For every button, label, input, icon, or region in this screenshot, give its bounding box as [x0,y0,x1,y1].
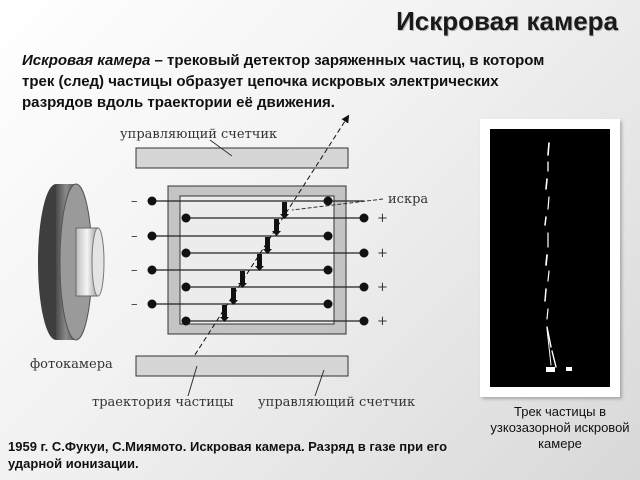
page-title: Искровая камера [396,6,618,36]
trajectory-label: траектория частицы [92,395,234,410]
camera-label: фотокамера [30,357,113,372]
intro-term: Искровая камера [22,52,151,69]
bottom-counter-leader [314,369,325,397]
spark-track-photo [480,119,620,397]
minus-signs: – – – – [131,194,138,312]
top-counter-leader [209,139,233,157]
particle-trajectory [181,114,350,376]
top-counter-plate [135,147,349,169]
photo-frame [490,129,610,387]
spark-leader [291,198,384,211]
particle-track-image [544,142,572,372]
svg-text:–: – [131,194,138,209]
spark-discharges [220,202,289,322]
bottom-counter-label: управляющий счетчик [258,395,415,410]
spark-label: искра [388,192,428,207]
photo-caption: Трек частицы в узкозазорной искровой кам… [490,404,630,451]
svg-text:–: – [131,297,138,312]
intro-text: – трековый детектор заряженных частиц, в… [22,52,545,111]
svg-text:+: + [377,246,388,261]
svg-text:+: + [377,211,388,226]
svg-text:–: – [131,263,138,278]
svg-text:+: + [377,280,388,295]
history-note: 1959 г. С.Фукуи, С.Миямото. Искровая кам… [8,439,448,471]
svg-text:+: + [377,314,388,329]
intro-definition: Искровая камера – трековый детектор заря… [22,50,562,113]
bottom-counter-plate [135,355,349,377]
trajectory-leader [187,365,198,397]
top-counter-label: управляющий счетчик [120,127,277,142]
plus-signs: + + + + [377,211,388,329]
camera [38,183,105,341]
svg-text:–: – [131,229,138,244]
electrode-terminals [147,196,369,326]
